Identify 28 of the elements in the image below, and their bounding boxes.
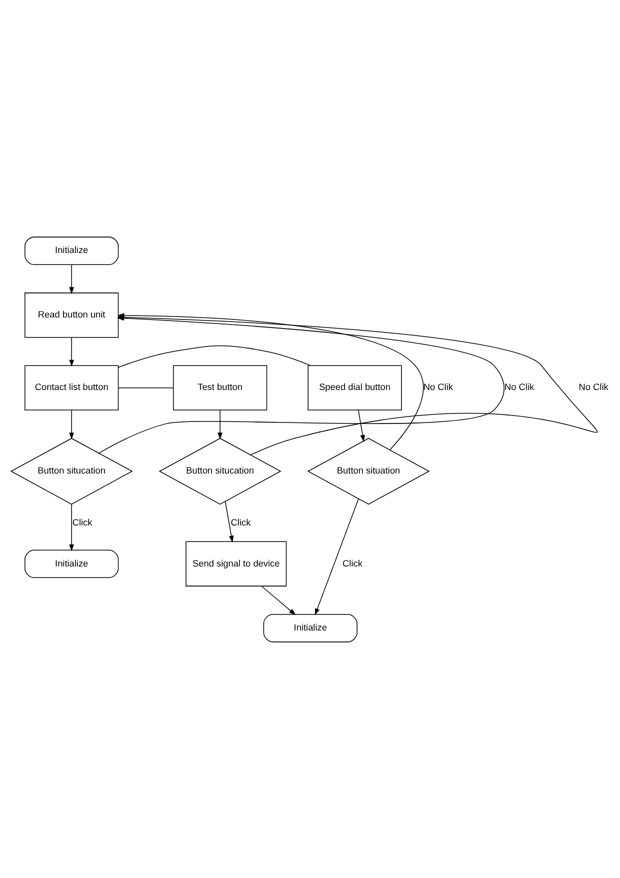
arrow xyxy=(69,409,74,439)
node-box: Contact list button xyxy=(24,364,119,410)
edge-label: Click xyxy=(342,558,362,568)
arrow xyxy=(358,409,365,442)
node-box: Initialize xyxy=(263,614,358,642)
arrow xyxy=(69,504,74,551)
edge-label: Click xyxy=(230,516,251,527)
edge-label: No Clik xyxy=(504,382,534,392)
node-box: Speed dial button xyxy=(308,364,402,410)
connector xyxy=(118,386,174,388)
edge-label: Click xyxy=(72,516,92,527)
arrow xyxy=(224,500,234,542)
node-box: Read button unit xyxy=(24,292,119,338)
edge-label: No Clik xyxy=(423,382,453,392)
node-diamond: Button situcation xyxy=(10,437,133,504)
arrow xyxy=(261,585,296,615)
node-box: Test button xyxy=(173,364,268,410)
node-box: Initialize xyxy=(24,549,119,578)
edge-label: No Clik xyxy=(578,382,608,392)
arrow xyxy=(69,336,74,366)
node-diamond: Button situcation xyxy=(158,437,282,504)
arrow xyxy=(218,409,222,439)
arrow xyxy=(69,264,74,294)
connector xyxy=(118,344,311,368)
node-diamond: Button situation xyxy=(307,437,430,504)
arrow xyxy=(314,498,359,615)
node-box: Initialize xyxy=(24,236,119,264)
node-box: Send signal to device xyxy=(186,540,287,586)
